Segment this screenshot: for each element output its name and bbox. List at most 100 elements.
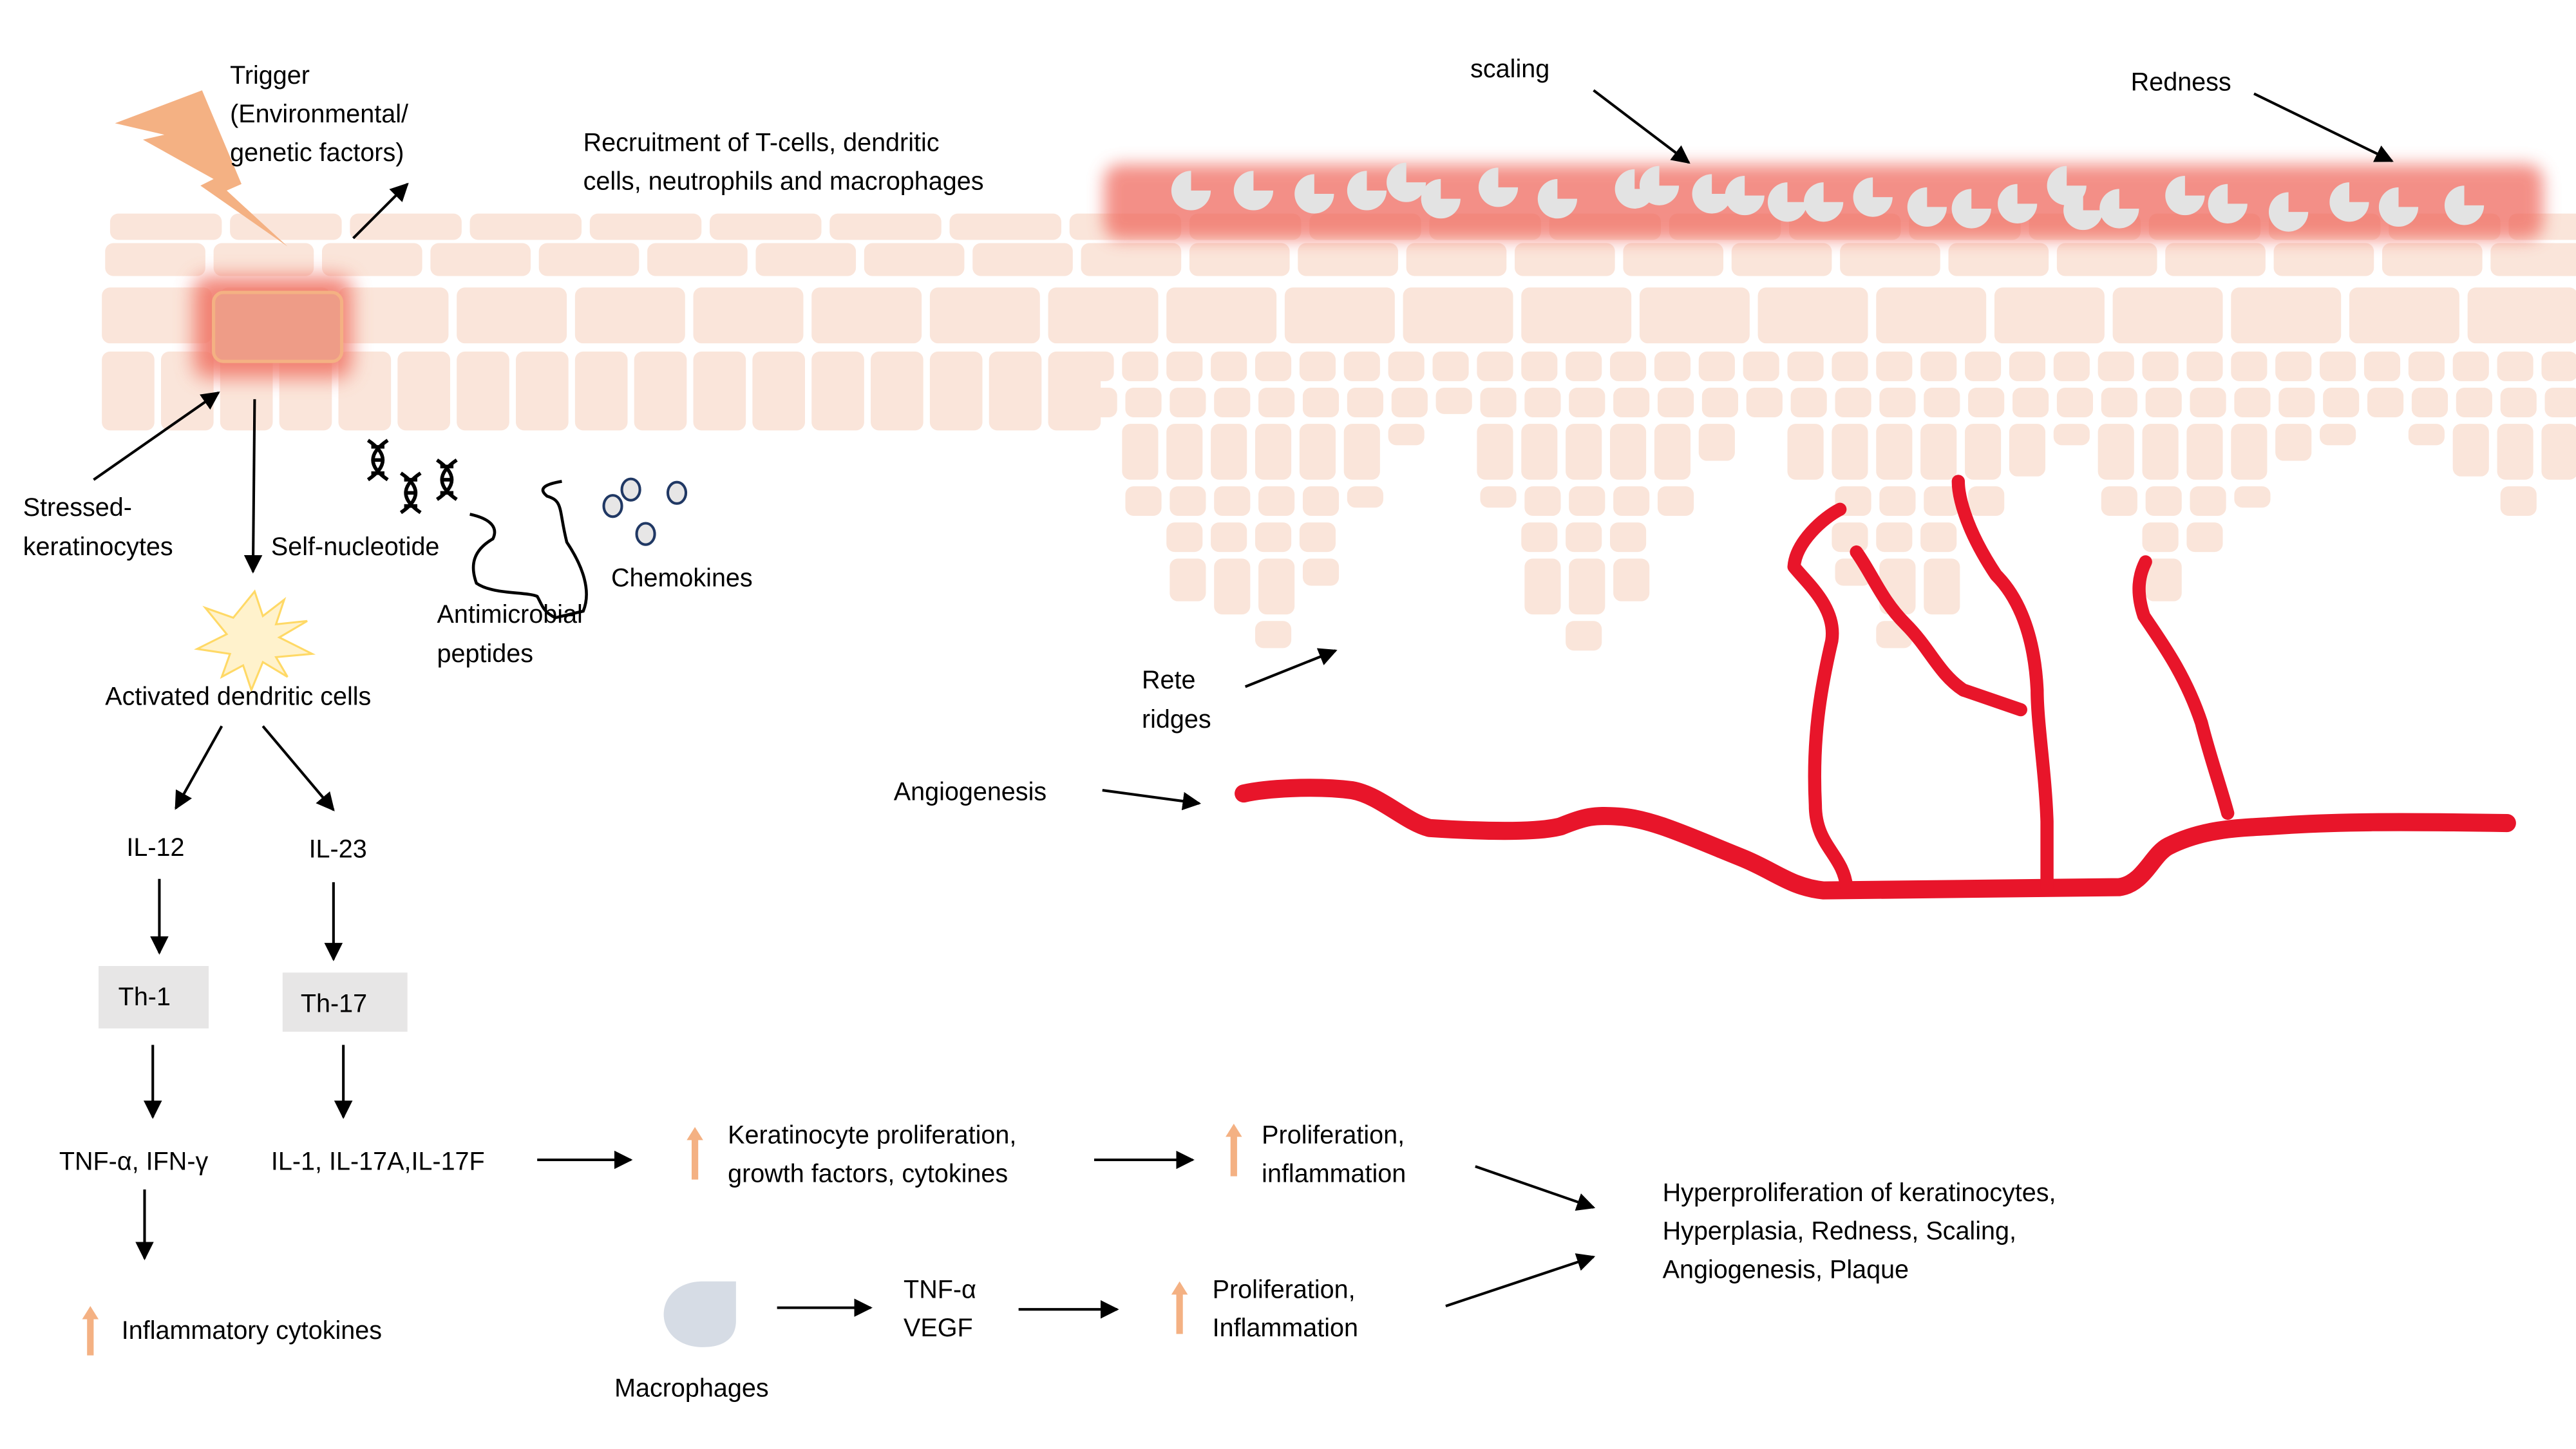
keratinocyte-cell	[1403, 287, 1513, 344]
keratinocyte-cell	[2145, 388, 2182, 417]
keratinocyte-cell	[574, 287, 685, 344]
arrow-prolif1-to-outcome	[1475, 1165, 1596, 1211]
scaling-label: scaling	[1470, 55, 1549, 83]
keratinocyte-cell	[1920, 522, 1957, 553]
keratinocyte-cell	[1569, 388, 1605, 417]
keratinocyte-cell	[397, 351, 450, 431]
keratinocyte-cell	[1840, 243, 1940, 276]
keratinocyte-cell	[1122, 351, 1159, 381]
inflammatory-cytokines-label: Inflammatory cytokines	[122, 1316, 382, 1345]
keratinocyte-cell	[2009, 351, 2046, 381]
keratinocyte-cell	[2452, 351, 2489, 381]
scale-flake-icon	[1639, 166, 1680, 205]
circle-icon	[666, 480, 688, 505]
keratinocyte-cell	[1521, 351, 1558, 381]
keratinocyte-cell	[1122, 424, 1159, 480]
dna-icon	[366, 439, 458, 515]
scale-flake-icon	[1387, 162, 1426, 202]
scale-flake-icon	[2378, 187, 2419, 227]
keratinocyte-cell	[1876, 351, 1913, 381]
keratinocyte-cell	[1298, 243, 1398, 276]
keratinocyte-cell	[1613, 558, 1650, 601]
keratinocyte-cell	[1746, 388, 1783, 417]
arrow-to-recruitment	[352, 182, 409, 240]
arrow-to-il12	[175, 725, 223, 810]
keratinocyte-cell	[1757, 287, 1868, 344]
keratinocyte-cell	[1284, 287, 1395, 344]
keratinocyte-cell	[1299, 424, 1336, 480]
keratinocyte-cell	[1521, 287, 1632, 344]
keratinocyte-cell	[1255, 351, 1292, 381]
keratinocyte-cell	[2190, 388, 2226, 417]
keratinocyte-cell	[2231, 424, 2268, 480]
scale-flake-icon	[2099, 189, 2139, 229]
keratinocyte-cell	[2186, 424, 2223, 480]
keratinocyte-cell	[2363, 351, 2401, 381]
keratinocyte-cell	[457, 351, 509, 431]
keratinocyte-cell	[1524, 388, 1561, 417]
keratinocyte-cell	[2367, 388, 2404, 417]
keratinocyte-cell	[2275, 351, 2312, 381]
th17-label: Th-17	[301, 989, 367, 1018]
keratinocyte-cell	[2101, 486, 2137, 516]
keratinocyte-cell	[1569, 486, 1605, 516]
keratinocyte-cell	[2142, 424, 2179, 480]
keratinocyte-cell	[1170, 486, 1206, 516]
keratinocyte-cell	[1613, 486, 1650, 516]
keratinocyte-cell	[693, 287, 804, 344]
epidermis-normal	[102, 213, 1182, 431]
keratinocyte-cell	[2142, 522, 2179, 553]
keratinocyte-cell	[1302, 388, 1340, 417]
keratinocyte-cell	[1435, 388, 1472, 414]
keratinocyte-cell	[1081, 243, 1182, 276]
keratinocyte-cell	[949, 213, 1061, 240]
keratinocyte-cell	[972, 243, 1073, 276]
keratinocyte-cell	[2541, 351, 2576, 381]
keratinocyte-cell	[1879, 486, 1916, 516]
keratinocyte-cell	[1170, 558, 1206, 601]
keratinocyte-cell	[2497, 351, 2533, 381]
keratinocyte-cell	[1524, 558, 1561, 615]
keratinocyte-cell	[2186, 522, 2223, 553]
keratinocyte-cell	[2165, 243, 2266, 276]
angiogenesis-label: Angiogenesis	[894, 777, 1046, 806]
keratinocyte-cell	[1343, 351, 1380, 381]
keratinocyte-cell	[1166, 522, 1203, 553]
keratinocyte-cell	[1657, 486, 1694, 516]
keratinocyte-cell	[2098, 424, 2134, 480]
keratinocyte-cell	[2186, 351, 2223, 381]
keratinocyte-cell	[322, 243, 422, 276]
keratinocyte-cell	[1347, 388, 1383, 417]
keratinocyte-cell	[1299, 351, 1336, 381]
keratinocyte-cell	[1639, 287, 1750, 344]
keratinocyte-cell	[1787, 424, 1824, 480]
keratinocyte-cell	[1477, 424, 1513, 480]
keratinocyte-cell	[1569, 558, 1605, 615]
keratinocyte-cell	[1214, 486, 1251, 516]
lightning-bolt-icon	[115, 90, 288, 247]
keratinocyte-cell	[2320, 351, 2356, 381]
keratinocyte-cell	[1214, 558, 1251, 615]
keratinocyte-cell	[929, 287, 1040, 344]
circle-icon	[620, 477, 641, 502]
scale-flake-icon	[2165, 175, 2205, 216]
keratinocyte-cell	[2145, 486, 2182, 516]
keratinocyte-cell	[1566, 351, 1602, 381]
keratinocyte-cell	[1299, 522, 1336, 553]
keratinocyte-cell	[1214, 388, 1251, 417]
keratinocyte-cell	[1521, 424, 1558, 480]
up-arrow-icon	[82, 1306, 99, 1356]
arrow-to-stressed-cell	[93, 392, 220, 481]
scale-flake-icon	[1171, 171, 1211, 211]
keratinocyte-cell	[1876, 287, 1987, 344]
scale-flake-icon	[1615, 169, 1654, 209]
arrow-angiogenesis	[1102, 789, 1202, 811]
keratinocyte-cell	[1698, 424, 1735, 461]
keratinocyte-cell	[634, 351, 687, 431]
th17-box	[282, 972, 408, 1032]
scale-flake-icon	[1951, 189, 1991, 229]
